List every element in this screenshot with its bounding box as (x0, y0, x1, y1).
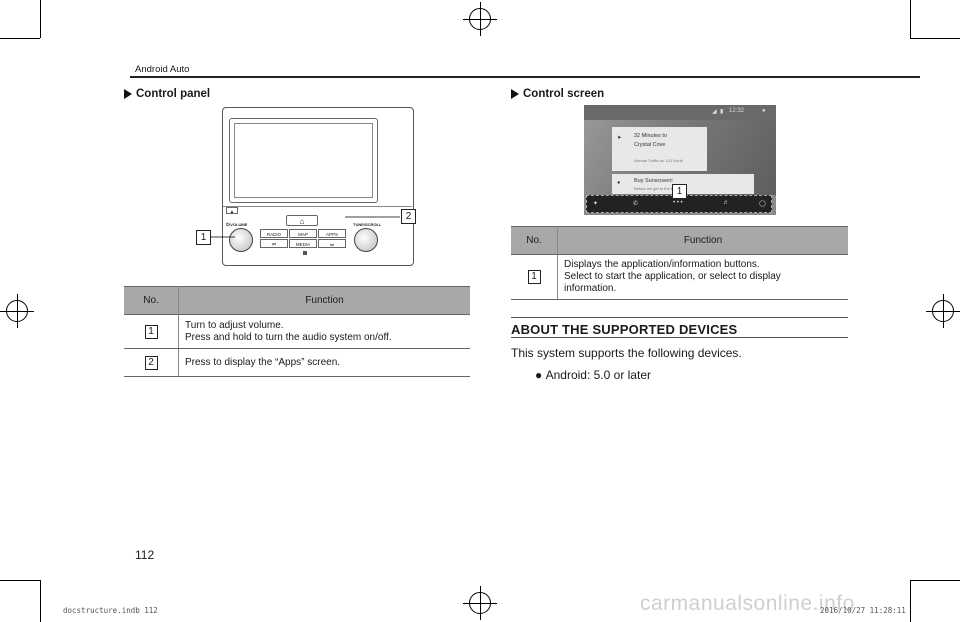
tune-scroll-label: TUNE/SCROLL (353, 222, 382, 227)
page-number: 112 (135, 548, 155, 562)
card-title: Crystal Cove (634, 142, 666, 148)
footer-file-info: docstructure.indb 112 (63, 606, 158, 615)
about-heading: ABOUT THE SUPPORTED DEVICES (511, 322, 738, 337)
apps-button: APPS (318, 229, 346, 238)
callout-lines (210, 216, 400, 238)
row-number: 2 (144, 355, 158, 370)
card-title: Buy Sunscreen! (634, 178, 673, 184)
next-track-button: ⏭ (318, 239, 346, 248)
row-text: Displays the application/information but… (564, 259, 760, 270)
running-head: Android Auto (135, 64, 190, 75)
headphones-icon: ♬ (723, 200, 729, 206)
crop-mark (40, 0, 41, 38)
table-row: 2 Press to display the “Apps” screen. (124, 348, 470, 377)
navigation-icon: ✦ (593, 201, 599, 207)
control-screen-table: No. Function 1 Displays the application/… (511, 226, 848, 300)
section-rule (511, 337, 848, 338)
registration-mark-icon (463, 2, 497, 36)
panel-display (229, 118, 378, 203)
control-panel-table: No. Function 1 Turn to adjust volume.Pre… (124, 286, 470, 377)
row-number: 1 (527, 270, 541, 284)
crop-mark (910, 0, 911, 38)
card-subtitle: Before we get to the beach (634, 186, 682, 191)
callout-1: 1 (672, 184, 687, 199)
control-panel-heading: Control panel (124, 88, 210, 100)
crop-mark (910, 580, 911, 622)
row-number: 1 (144, 324, 158, 339)
prev-track-button: ⏮ (260, 239, 288, 248)
phone-icon: ✆ (633, 201, 639, 207)
battery-icon: ▮ (720, 109, 724, 115)
home-dots-icon: • • • (673, 200, 683, 206)
about-paragraph: This system supports the following devic… (511, 346, 742, 360)
control-screen-title: Control screen (523, 88, 605, 100)
crop-mark (910, 580, 960, 581)
clock: 12:32 (729, 108, 745, 114)
radio-button: RADIO (260, 229, 288, 238)
volume-knob (229, 228, 253, 252)
signal-icon: ◢ (712, 109, 717, 115)
registration-mark-icon (0, 294, 34, 328)
row-text: Turn to adjust volume. (185, 319, 284, 331)
device-text: Android: 5.0 or later (545, 368, 651, 382)
triangle-bullet-icon (511, 89, 519, 99)
nav-arrow-icon: ➤ (617, 135, 622, 141)
tune-scroll-knob (354, 228, 378, 252)
card-title: 32 Minutes to (634, 133, 668, 139)
home-button: ⌂ (286, 215, 318, 226)
triangle-bullet-icon (124, 89, 132, 99)
crop-mark (910, 38, 960, 39)
control-screen-illustration: ◢ ▮ 12:32 ● ➤ 32 Minutes to Crystal Cove… (584, 105, 776, 215)
panel-small-button: ▲ (226, 207, 238, 214)
mic-icon (303, 251, 307, 255)
table-header-no: No. (511, 226, 558, 255)
control-panel-title: Control panel (136, 88, 211, 100)
callout-1: 1 (196, 230, 211, 245)
watermark: carmanualsonline.info (640, 592, 855, 615)
table-row: 1 Displays the application/information b… (511, 254, 848, 300)
footer-timestamp: 2016/10/27 11:28:11 (820, 606, 906, 615)
map-button: MAP (289, 229, 317, 238)
table-header-function: Function (178, 286, 470, 315)
table-row: 1 Turn to adjust volume.Press and hold t… (124, 314, 470, 349)
row-text: Press to display the “Apps” screen. (185, 356, 341, 368)
crop-mark (0, 38, 40, 39)
bullet-dot-icon: ● (535, 368, 546, 382)
crop-mark (0, 580, 40, 581)
control-screen-heading: Control screen (511, 88, 604, 100)
header-rule (130, 76, 920, 78)
crop-mark (40, 580, 41, 622)
media-button: MEDIA (289, 239, 317, 248)
registration-mark-icon (926, 294, 960, 328)
table-header-function: Function (557, 226, 848, 255)
callout-2: 2 (401, 209, 416, 224)
section-rule (511, 317, 848, 318)
registration-mark-icon (463, 586, 497, 620)
row-text: Press and hold to turn the audio system … (185, 331, 392, 343)
control-panel-illustration: ▲ ⌂ ⏻/VOLUME TUNE/SCROLL RADIO MAP APPS … (222, 107, 414, 266)
reminder-icon: ● (617, 180, 621, 186)
navigation-card: ➤ 32 Minutes to Crystal Cove Normal Traf… (612, 127, 707, 171)
row-text: Select to start the application, or sele… (564, 271, 781, 282)
card-subtitle: Normal Traffic on 101 North (634, 158, 684, 163)
volume-label: ⏻/VOLUME (226, 222, 248, 227)
exit-icon: ◯ (759, 201, 766, 207)
status-bar: ◢ ▮ 12:32 ● (584, 105, 776, 120)
row-text: information. (564, 283, 617, 294)
mic-icon: ● (762, 108, 766, 114)
table-header-no: No. (124, 286, 179, 315)
supported-device-item: ● Android: 5.0 or later (535, 368, 651, 382)
